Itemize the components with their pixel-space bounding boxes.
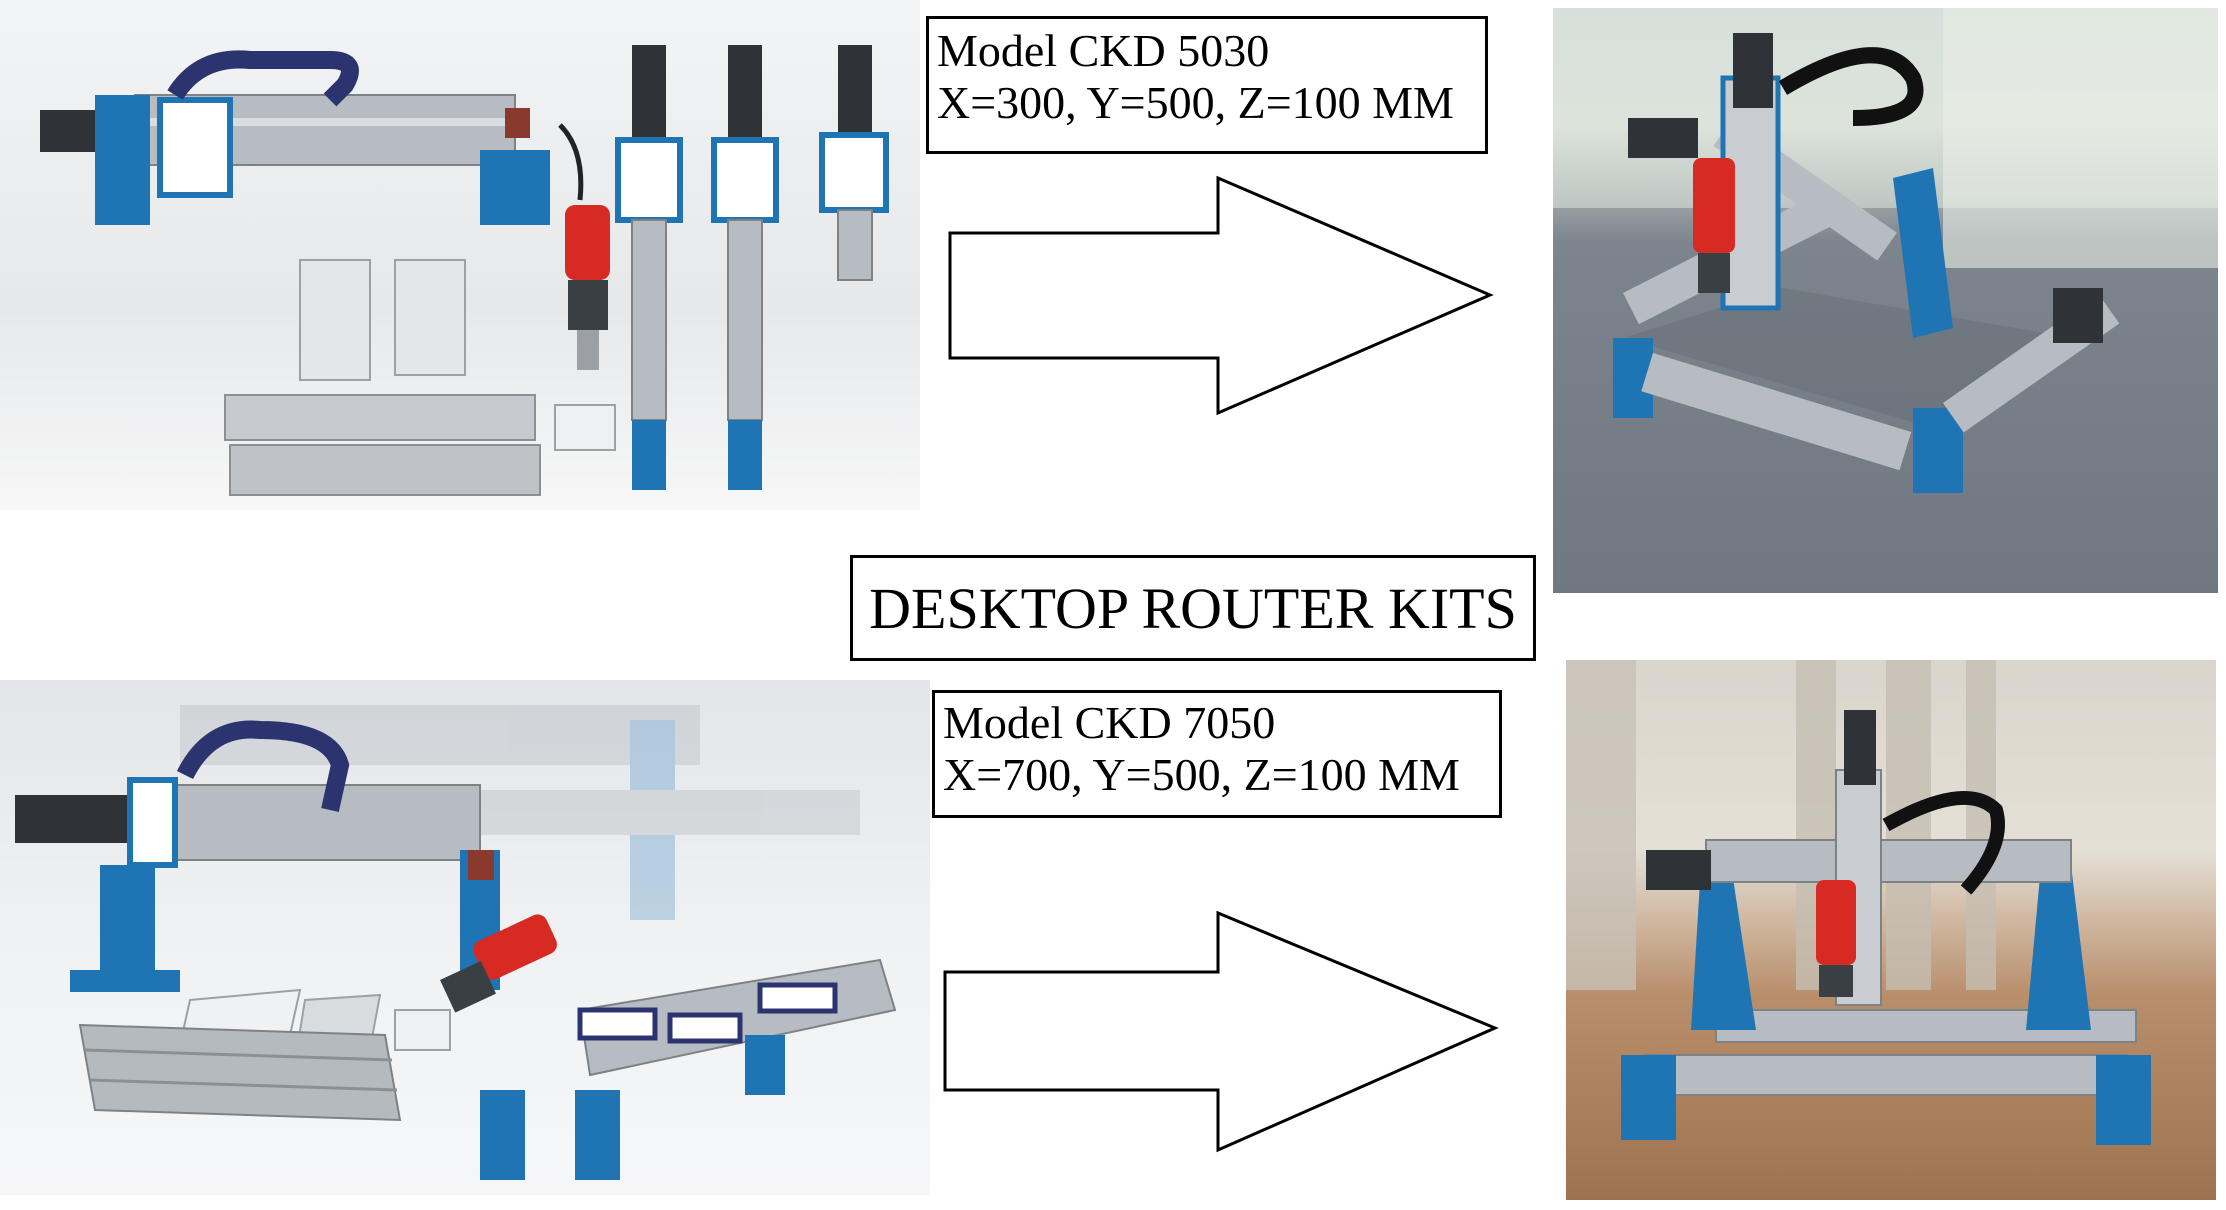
exploded-parts-render-7050 <box>0 680 930 1195</box>
y-axis-parts <box>480 958 897 1180</box>
assembled-router-drawing-5030 <box>1553 8 2218 493</box>
model-dimensions-top: X=300, Y=500, Z=100 MM <box>937 77 1454 128</box>
spindle-part <box>558 123 610 370</box>
model-label-box-bottom: Model CKD 7050 X=700, Y=500, Z=100 MM <box>932 690 1502 818</box>
spindle-part-7050 <box>394 914 557 1051</box>
model-label-box-top: Model CKD 5030 X=300, Y=500, Z=100 MM <box>926 16 1488 154</box>
title-box: DESKTOP ROUTER KITS <box>850 555 1536 661</box>
z-axis-part-3 <box>819 45 889 281</box>
z-axis-part-2 <box>711 45 779 490</box>
arrow-right-icon <box>948 175 1494 416</box>
diagram-title: DESKTOP ROUTER KITS <box>869 575 1517 641</box>
base-plates-part <box>299 259 466 381</box>
gantry-beam-part <box>40 50 550 225</box>
exploded-parts-drawing-5030 <box>40 45 889 496</box>
aluminum-extrusions-part <box>224 394 616 496</box>
gantry-beam-part-7050 <box>15 720 500 992</box>
z-axis-part-1 <box>615 45 683 490</box>
assembled-router-drawing-7050 <box>1566 660 2151 1145</box>
model-name-top: Model CKD 5030 <box>937 25 1270 76</box>
model-name-bottom: Model CKD 7050 <box>943 697 1276 748</box>
exploded-parts-drawing-7050 <box>15 705 897 1180</box>
model-dimensions-bottom: X=700, Y=500, Z=100 MM <box>943 749 1460 800</box>
exploded-parts-render-5030 <box>0 0 920 510</box>
assembled-router-render-5030 <box>1553 8 2218 593</box>
assembled-router-render-7050 <box>1566 660 2216 1200</box>
arrow-right-icon <box>943 910 1499 1153</box>
aluminum-extrusions-part-7050 <box>78 1023 402 1122</box>
